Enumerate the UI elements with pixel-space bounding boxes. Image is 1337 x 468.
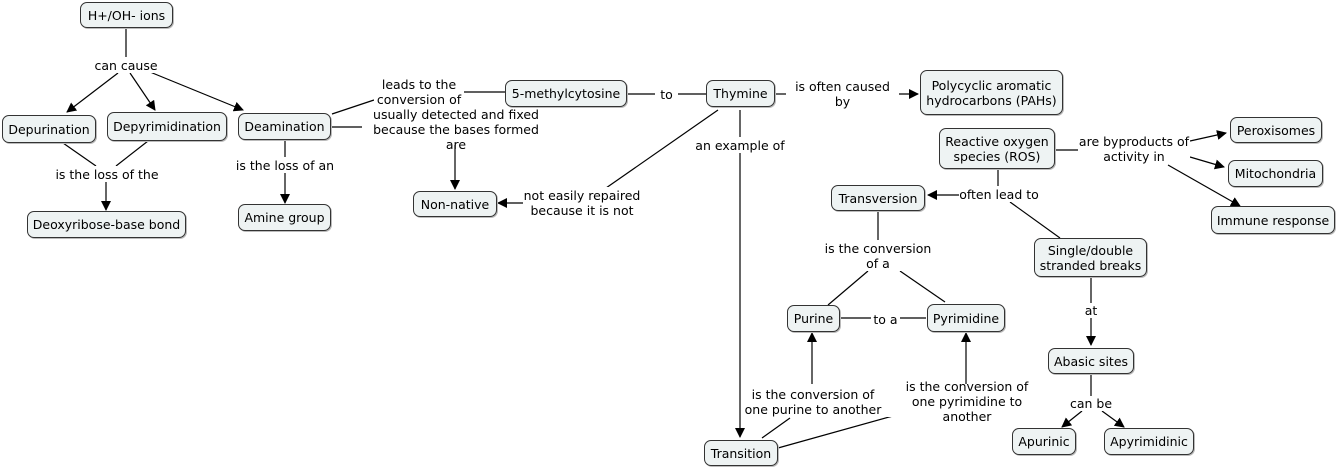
label-often-lead-to: often lead to: [959, 186, 1039, 202]
label-can-be: can be: [1066, 396, 1116, 411]
node-amine-group[interactable]: Amine group: [238, 204, 331, 231]
node-single-double-breaks[interactable]: Single/double stranded breaks: [1034, 238, 1147, 277]
label-conversion-of-a: is the conversion of a: [822, 240, 934, 271]
link-transition-to-purineanother: [761, 417, 791, 439]
label-pyrimidine-to-another: is the conversion of one pyrimidine to a…: [886, 379, 1048, 424]
node-thymine[interactable]: Thymine: [706, 80, 775, 107]
node-pahs[interactable]: Polycyclic aromatic hydrocarbons (PAHs): [920, 70, 1063, 115]
link-transition-to-pyrimidineanother: [777, 413, 901, 449]
link-thymine-to-noteasily: [605, 109, 719, 189]
node-purine[interactable]: Purine: [787, 305, 840, 332]
link-byproducts-to-peroxisomes: [1189, 130, 1227, 142]
node-apurinic[interactable]: Apurinic: [1012, 428, 1076, 455]
node-deamination[interactable]: Deamination: [238, 113, 331, 140]
label-is-the-loss-of-the: is the loss of the: [52, 166, 162, 182]
link-byproducts-to-mitochondria: [1189, 156, 1225, 170]
link-deamination-to-leadsto: [331, 99, 375, 115]
link-cancause-to-depyrimidination: [129, 72, 156, 111]
link-conversion-to-pyrimidine: [899, 270, 946, 303]
label-byproducts-of: are byproducts of activity in: [1078, 133, 1190, 164]
link-conversion-to-purine: [827, 270, 869, 306]
node-abasic-sites[interactable]: Abasic sites: [1048, 348, 1134, 374]
node-pyrimidine[interactable]: Pyrimidine: [927, 304, 1005, 332]
link-depurination-to-loss: [62, 142, 97, 167]
label-often-caused-by: is often caused by: [786, 79, 899, 109]
node-transition[interactable]: Transition: [704, 440, 778, 466]
link-byproducts-to-immune: [1167, 164, 1241, 207]
link-cancause-to-depurination: [66, 72, 119, 113]
node-peroxisomes[interactable]: Peroxisomes: [1230, 117, 1322, 143]
node-5-methylcytosine[interactable]: 5-methylcytosine: [505, 80, 627, 107]
link-depyrimidination-to-loss: [115, 140, 149, 167]
link-oftenlead-to-breaks: [1009, 201, 1061, 239]
label-usually-detected: usually detected and fixed because the b…: [362, 107, 550, 152]
link-cancause-to-deamination: [149, 71, 244, 112]
node-non-native[interactable]: Non-native: [413, 191, 497, 217]
label-to-a: to a: [871, 311, 900, 327]
label-not-easily-repaired: not easily repaired because it is not: [523, 187, 641, 218]
node-h-oh-ions[interactable]: H+/OH- ions: [80, 2, 173, 28]
node-deoxyribose-base-bond[interactable]: Deoxyribose-base bond: [27, 211, 186, 238]
label-to: to: [655, 86, 678, 102]
link-canbe-to-apyrimidinic: [1101, 410, 1125, 428]
label-is-the-loss-of-an: is the loss of an: [232, 157, 338, 173]
node-depyrimidination[interactable]: Depyrimidination: [107, 112, 227, 141]
node-ros[interactable]: Reactive oxygen species (ROS): [939, 128, 1055, 169]
node-immune-response[interactable]: Immune response: [1211, 206, 1335, 234]
label-can-cause: can cause: [90, 57, 162, 73]
label-purine-to-another: is the conversion of one purine to anoth…: [744, 386, 882, 417]
label-an-example-of: an example of: [694, 137, 786, 153]
label-at: at: [1081, 303, 1101, 318]
node-apyrimidinic[interactable]: Apyrimidinic: [1104, 428, 1194, 455]
link-canbe-to-apurinic: [1061, 410, 1083, 428]
node-depurination[interactable]: Depurination: [2, 115, 96, 143]
label-leads-to-conversion: leads to the conversion of: [374, 76, 464, 107]
node-transversion[interactable]: Transversion: [831, 185, 925, 211]
node-mitochondria[interactable]: Mitochondria: [1228, 160, 1323, 187]
